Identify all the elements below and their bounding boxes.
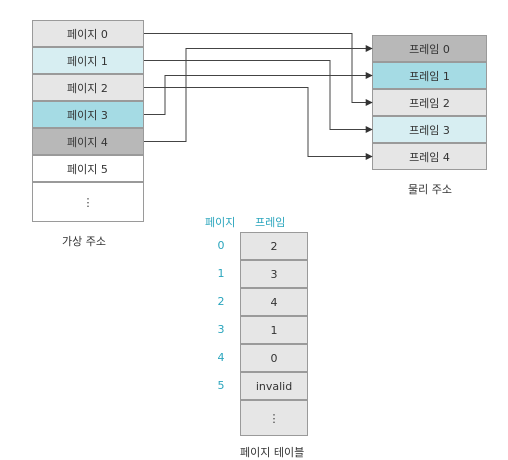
virtual-page-label: ⋮	[82, 195, 94, 209]
page-table-entry: invalid	[240, 372, 308, 400]
virtual-page-4: 페이지 4	[32, 128, 144, 155]
mapping-arrow	[144, 87, 373, 160]
page-table-index: 5	[217, 379, 225, 392]
physical-frame-0: 프레임 0	[372, 35, 487, 62]
physical-address-caption: 물리 주소	[408, 183, 452, 196]
virtual-page-3: 페이지 3	[32, 101, 144, 128]
virtual-page-label: 페이지 3	[67, 108, 108, 122]
virtual-page-label: 페이지 5	[67, 162, 108, 176]
page-table-header-page: 페이지	[205, 216, 236, 229]
page-table-index: 2	[217, 295, 225, 308]
mapping-arrow	[144, 45, 373, 142]
page-table-index: 0	[217, 239, 225, 252]
virtual-page-1: 페이지 1	[32, 47, 144, 74]
page-table-entry-value: 2	[270, 239, 278, 253]
virtual-page-2: 페이지 2	[32, 74, 144, 101]
physical-frame-label: 프레임 4	[409, 150, 450, 164]
page-table-index: 3	[217, 323, 225, 336]
mapping-arrow	[144, 33, 373, 106]
physical-frame-label: 프레임 3	[409, 123, 450, 137]
page-table-entry: 0	[240, 344, 308, 372]
virtual-page-5: 페이지 5	[32, 155, 144, 182]
page-table-entry: 4	[240, 288, 308, 316]
page-table-header-frame: 프레임	[255, 216, 286, 229]
virtual-page-0: 페이지 0	[32, 20, 144, 47]
physical-frame-label: 프레임 1	[409, 69, 450, 83]
virtual-page-label: 페이지 1	[67, 54, 108, 68]
page-table-caption: 페이지 테이블	[240, 446, 305, 459]
virtual-address-caption: 가상 주소	[62, 235, 106, 248]
page-table-entry: ⋮	[240, 400, 308, 436]
virtual-page-label: 페이지 4	[67, 135, 108, 149]
mapping-arrow	[144, 60, 373, 133]
mapping-arrow	[144, 72, 373, 115]
virtual-page-label: 페이지 2	[67, 81, 108, 95]
page-table-entry-value: 3	[270, 267, 278, 281]
virtual-page-ellipsis: ⋮	[32, 182, 144, 222]
page-table-entry-value: invalid	[255, 379, 293, 393]
page-table-entry-value: 0	[270, 351, 278, 365]
physical-frame-1: 프레임 1	[372, 62, 487, 89]
page-table-entry-value: ⋮	[268, 411, 280, 425]
page-table-index: 4	[217, 351, 225, 364]
physical-frame-2: 프레임 2	[372, 89, 487, 116]
page-table-entry: 2	[240, 232, 308, 260]
virtual-page-label: 페이지 0	[67, 27, 108, 41]
physical-frame-label: 프레임 2	[409, 96, 450, 110]
page-table-entry: 1	[240, 316, 308, 344]
page-table-index: 1	[217, 267, 225, 280]
physical-frame-3: 프레임 3	[372, 116, 487, 143]
physical-frame-label: 프레임 0	[409, 42, 450, 56]
page-table-entry: 3	[240, 260, 308, 288]
physical-frame-4: 프레임 4	[372, 143, 487, 170]
page-table-entry-value: 1	[270, 323, 278, 337]
page-table-entry-value: 4	[270, 295, 278, 309]
